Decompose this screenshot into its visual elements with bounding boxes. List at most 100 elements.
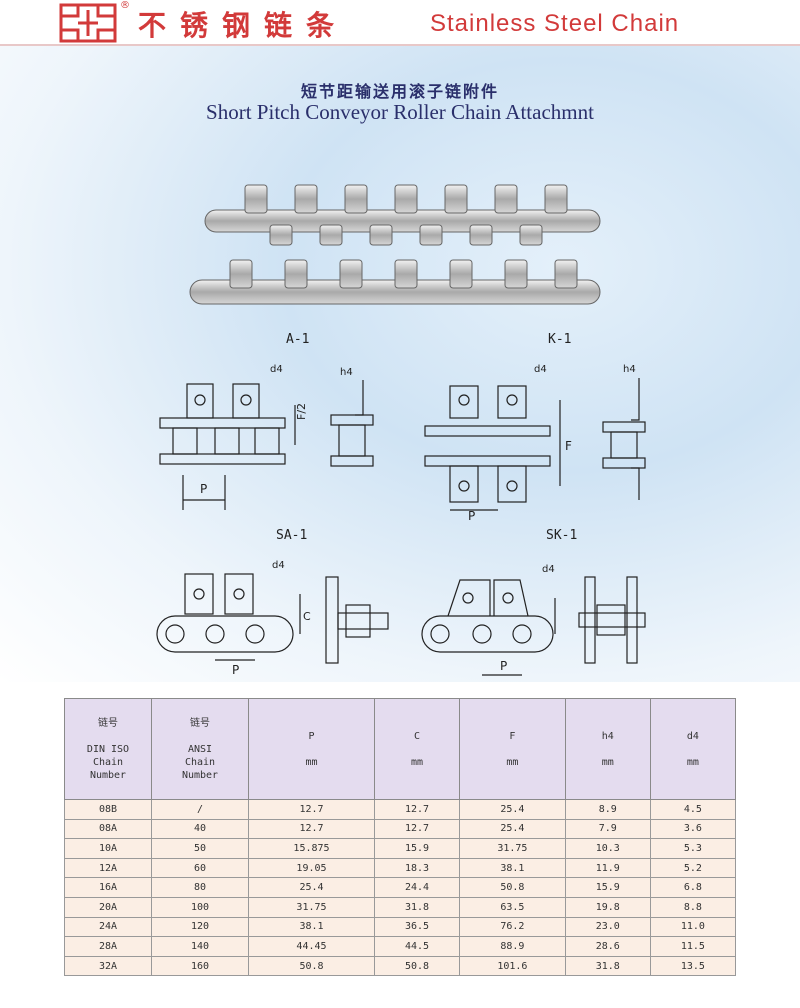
sk1-d4-label: d4 (542, 564, 555, 575)
sa1-d4-label: d4 (272, 560, 285, 571)
cell: 38.1 (248, 916, 375, 938)
sa1-c-label: C (303, 610, 311, 623)
cell: 88.9 (459, 936, 566, 957)
sk1-front-drawing: P d4 (421, 564, 556, 676)
sa1-front-drawing: P C d4 (156, 560, 311, 677)
cell: 12.7 (248, 818, 375, 840)
lower-chain (189, 259, 601, 305)
header-c: C mm (373, 698, 461, 800)
upper-chain (204, 184, 601, 246)
header-d4: d4 mm (649, 698, 737, 800)
a1-front-drawing: P F/2 d4 (159, 364, 308, 510)
cell: 120 (151, 916, 249, 938)
brand-title-cn: 不锈钢链条 (138, 9, 349, 42)
cell: 140 (151, 936, 249, 957)
cell: 11.9 (564, 857, 651, 879)
cell: 25.4 (248, 877, 375, 898)
subtitle-cn: 短节距输送用滚子链附件 (300, 82, 499, 101)
cell: 31.8 (373, 896, 461, 918)
header-divider (0, 44, 800, 46)
background-globe (0, 42, 800, 682)
cell: 80 (151, 877, 249, 898)
cell: 50.8 (459, 877, 566, 898)
cell: 18.3 (373, 857, 461, 879)
cell: 15.875 (248, 838, 375, 859)
brand-logo (59, 3, 117, 43)
k1-h4-label: h4 (623, 364, 636, 375)
subtitle-en: Short Pitch Conveyor Roller Chain Attach… (206, 100, 594, 124)
cell: / (151, 799, 249, 820)
k1-side-drawing: h4 (602, 364, 646, 500)
cell: 44.5 (373, 936, 461, 957)
cell: 25.4 (459, 799, 566, 820)
cell: 12.7 (373, 799, 461, 820)
k1-p-label: P (468, 509, 475, 520)
cell: 160 (151, 955, 249, 977)
cell: 60 (151, 857, 249, 879)
cell: 10A (64, 838, 152, 859)
cell: 12.7 (248, 799, 375, 820)
a1-d4-label: d4 (270, 364, 283, 375)
cell: 31.75 (248, 896, 375, 918)
page-header: ® 不锈钢链条 Stainless Steel Chain (0, 0, 800, 46)
k1-d4-label: d4 (534, 364, 547, 375)
sa1-side-drawing (325, 576, 389, 664)
a1-h4-label: h4 (340, 367, 353, 378)
cell: 20A (64, 896, 152, 918)
cell: 19.05 (248, 857, 375, 879)
cell: 63.5 (459, 896, 566, 918)
a1-side-drawing: h4 (330, 367, 374, 467)
sk1-p-label: P (500, 659, 507, 673)
k1-front-drawing: P F d4 (424, 364, 572, 520)
cell: 24.4 (373, 877, 461, 898)
label-sa1: SA-1 (276, 528, 308, 543)
brand-title-en: Stainless Steel Chain (430, 10, 680, 37)
cell: 32A (64, 955, 152, 977)
a1-f2-label: F/2 (295, 403, 308, 420)
sa1-p-label: P (232, 663, 239, 677)
k1-f-label: F (565, 439, 572, 453)
registered-mark: ® (120, 0, 130, 11)
cell: 101.6 (459, 955, 566, 977)
cell: 08A (64, 818, 152, 840)
cell: 15.9 (373, 838, 461, 859)
cell: 100 (151, 896, 249, 918)
cell: 44.45 (248, 936, 375, 957)
chain-product-photo (189, 184, 601, 305)
cell: 5.3 (649, 838, 737, 859)
cell: 8.9 (564, 799, 651, 820)
cell: 31.75 (459, 838, 566, 859)
header-p: P mm (248, 698, 375, 800)
cell: 11.0 (649, 916, 737, 938)
cell: 76.2 (459, 916, 566, 938)
cell: 23.0 (564, 916, 651, 938)
cell: 16A (64, 877, 152, 898)
cell: 12.7 (373, 818, 461, 840)
cell: 50 (151, 838, 249, 859)
label-a1: A-1 (286, 332, 310, 347)
cell: 50.8 (248, 955, 375, 977)
cell: 50.8 (373, 955, 461, 977)
cell: 10.3 (564, 838, 651, 859)
sk1-side-drawing (578, 576, 646, 664)
cell: 13.5 (649, 955, 737, 977)
cell: 3.6 (649, 818, 737, 840)
cell: 11.5 (649, 936, 737, 957)
cell: 24A (64, 916, 152, 938)
cell: 40 (151, 818, 249, 840)
cell: 12A (64, 857, 152, 879)
cell: 36.5 (373, 916, 461, 938)
cell: 4.5 (649, 799, 737, 820)
cell: 31.8 (564, 955, 651, 977)
